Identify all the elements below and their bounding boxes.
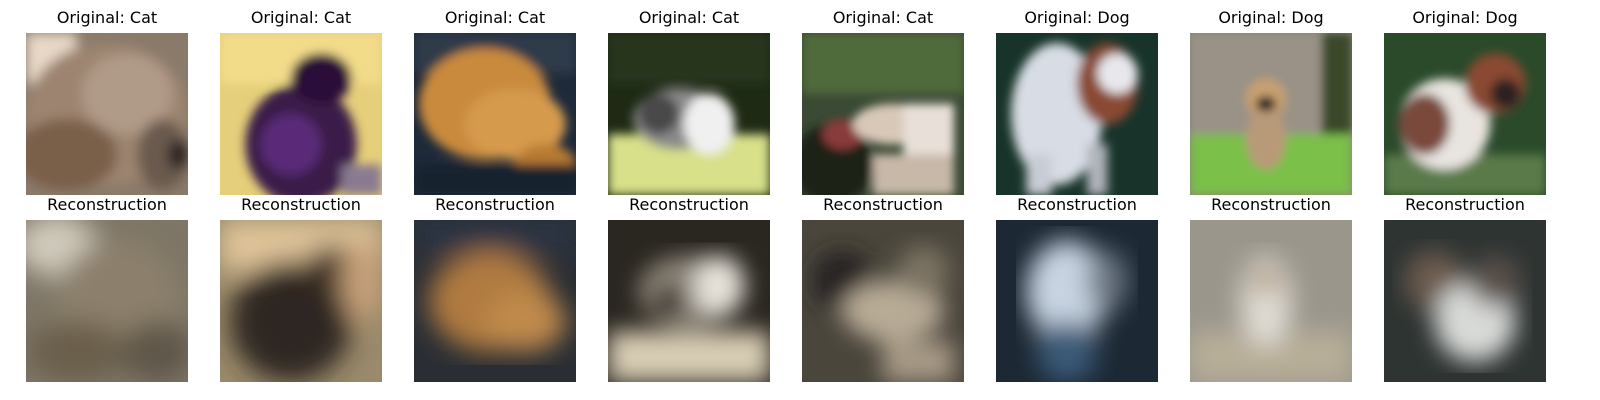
reconstruction-image bbox=[1190, 220, 1352, 382]
original-title: Original: Cat bbox=[56, 8, 158, 27]
original-image bbox=[996, 33, 1158, 195]
reconstruction-title: Reconstruction bbox=[629, 195, 749, 214]
original-image bbox=[1190, 33, 1352, 195]
original-image bbox=[802, 33, 964, 195]
reconstruction-title: Reconstruction bbox=[435, 195, 555, 214]
original-title: Original: Cat bbox=[832, 8, 934, 27]
reconstruction-title: Reconstruction bbox=[1017, 195, 1137, 214]
reconstruction-image bbox=[996, 220, 1158, 382]
original-image bbox=[1384, 33, 1546, 195]
reconstruction-image bbox=[26, 220, 188, 382]
original-image bbox=[414, 33, 576, 195]
reconstruction-title: Reconstruction bbox=[47, 195, 167, 214]
reconstruction-image bbox=[1384, 220, 1546, 382]
original-title: Original: Dog bbox=[1412, 8, 1518, 27]
reconstruction-image bbox=[414, 220, 576, 382]
reconstruction-title: Reconstruction bbox=[1211, 195, 1331, 214]
original-image bbox=[220, 33, 382, 195]
original-title: Original: Dog bbox=[1218, 8, 1324, 27]
original-title: Original: Cat bbox=[638, 8, 740, 27]
reconstruction-image bbox=[608, 220, 770, 382]
reconstruction-image bbox=[802, 220, 964, 382]
original-image bbox=[26, 33, 188, 195]
original-image bbox=[608, 33, 770, 195]
reconstruction-image bbox=[220, 220, 382, 382]
reconstruction-title: Reconstruction bbox=[823, 195, 943, 214]
original-title: Original: Dog bbox=[1024, 8, 1130, 27]
original-title: Original: Cat bbox=[250, 8, 352, 27]
original-title: Original: Cat bbox=[444, 8, 546, 27]
reconstruction-title: Reconstruction bbox=[1405, 195, 1525, 214]
reconstruction-title: Reconstruction bbox=[241, 195, 361, 214]
